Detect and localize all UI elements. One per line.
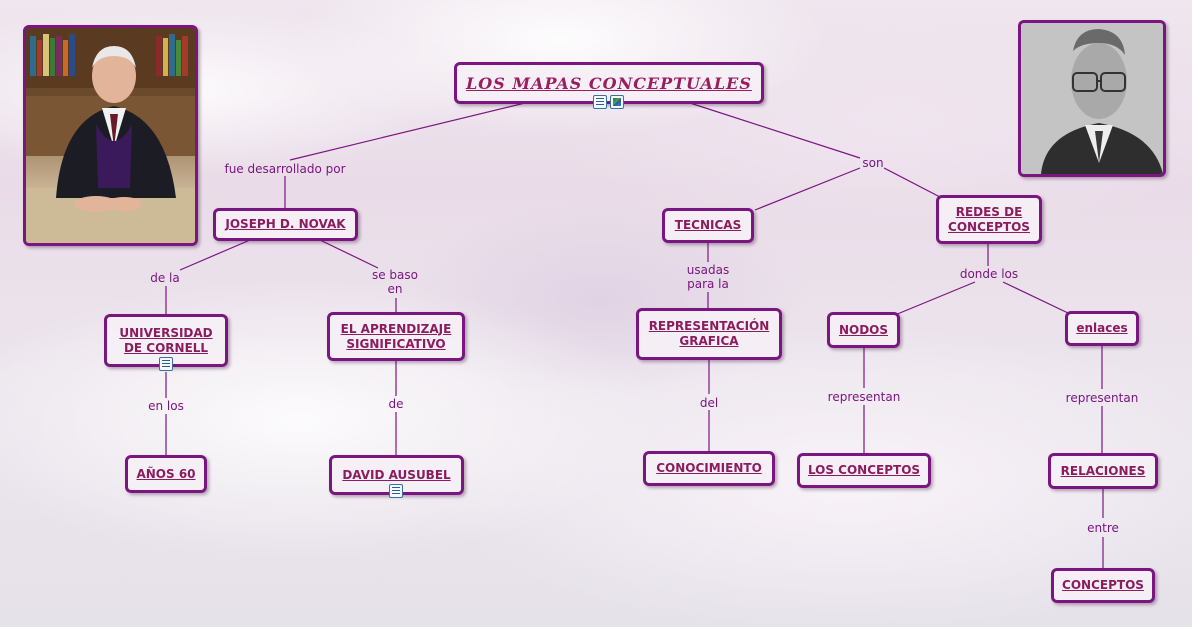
- concept-anos-60[interactable]: AÑOS 60: [125, 455, 207, 493]
- photo-joseph-novak: [23, 25, 198, 246]
- document-icon[interactable]: [593, 95, 607, 109]
- link-fue-desarrollado-por[interactable]: fue desarrollado por: [224, 162, 346, 176]
- concept-joseph-novak[interactable]: JOSEPH D. NOVAK: [213, 208, 358, 241]
- photo-david-ausubel: [1018, 20, 1166, 177]
- link-en-los[interactable]: en los: [148, 399, 184, 413]
- document-icon[interactable]: [159, 357, 173, 371]
- concept-nodos[interactable]: NODOS: [827, 312, 900, 348]
- link-del[interactable]: del: [699, 396, 719, 410]
- document-icon[interactable]: [389, 484, 403, 498]
- concept-universidad-de-cornell[interactable]: UNIVERSIDAD DE CORNELL: [104, 314, 228, 367]
- link-se-baso-en[interactable]: se baso en: [371, 268, 418, 296]
- novak-portrait-image: [26, 28, 195, 243]
- link-son[interactable]: son: [862, 156, 884, 170]
- link-entre[interactable]: entre: [1087, 521, 1119, 535]
- concept-enlaces[interactable]: enlaces: [1065, 311, 1139, 346]
- concept-relaciones[interactable]: RELACIONES: [1048, 453, 1158, 489]
- link-de[interactable]: de: [388, 397, 404, 411]
- link-usadas-para-la[interactable]: usadas para la: [686, 263, 730, 291]
- concept-tecnicas[interactable]: TECNICAS: [662, 208, 754, 243]
- link-representan-nodos[interactable]: representan: [827, 390, 901, 404]
- concept-aprendizaje-significativo[interactable]: EL APRENDIZAJE SIGNIFICATIVO: [327, 312, 465, 361]
- image-icon[interactable]: [610, 95, 624, 109]
- ausubel-portrait-image: [1021, 23, 1163, 174]
- concept-redes-de-conceptos[interactable]: REDES DE CONCEPTOS: [936, 195, 1042, 244]
- concept-title[interactable]: LOS MAPAS CONCEPTUALES: [454, 62, 764, 104]
- concept-conocimiento[interactable]: CONOCIMIENTO: [643, 451, 775, 486]
- link-donde-los[interactable]: donde los: [959, 267, 1019, 281]
- concept-los-conceptos[interactable]: LOS CONCEPTOS: [797, 453, 931, 488]
- concept-conceptos[interactable]: CONCEPTOS: [1051, 568, 1155, 603]
- link-de-la[interactable]: de la: [150, 271, 180, 285]
- link-representan-enlaces[interactable]: representan: [1065, 391, 1139, 405]
- concept-representacion-grafica[interactable]: REPRESENTACIÓN GRAFICA: [636, 308, 782, 360]
